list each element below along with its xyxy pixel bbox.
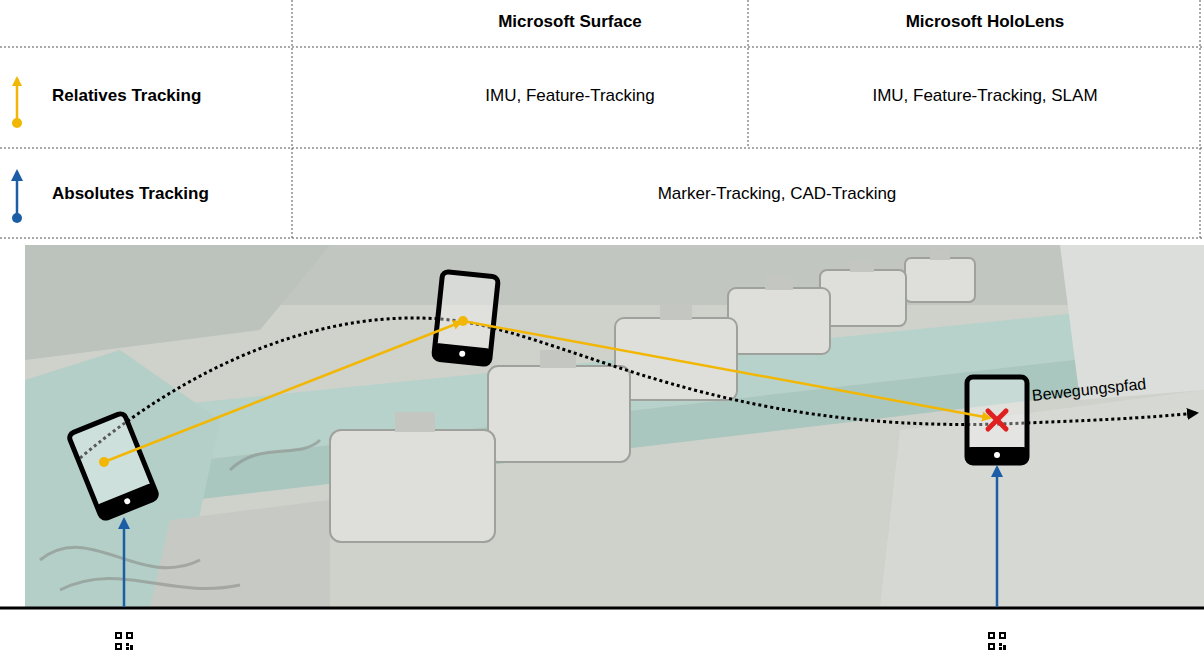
table-cell: IMU, Feature-Tracking	[485, 86, 654, 106]
error-cross	[988, 411, 1006, 429]
qr-code-icon	[115, 632, 1006, 650]
ground-line	[0, 607, 1204, 610]
column-header: Microsoft HoloLens	[906, 12, 1065, 32]
row-header: Relatives Tracking	[52, 86, 201, 106]
absolute-arrow-icon	[12, 172, 22, 223]
absolute-tracking-arrow	[124, 468, 997, 607]
relative-arrow-icon	[12, 78, 22, 128]
table-cell: Marker-Tracking, CAD-Tracking	[658, 184, 897, 204]
column-header: Microsoft Surface	[498, 12, 642, 32]
tablet-icon	[68, 412, 158, 520]
table-cell: IMU, Feature-Tracking, SLAM	[872, 86, 1097, 106]
tablet-icon	[967, 377, 1027, 463]
tablet-icon	[434, 271, 499, 364]
engine-photo	[25, 245, 1204, 607]
relative-tracking-arrow	[99, 316, 990, 467]
table-grid	[0, 0, 1204, 240]
row-header: Absolutes Tracking	[52, 184, 209, 204]
